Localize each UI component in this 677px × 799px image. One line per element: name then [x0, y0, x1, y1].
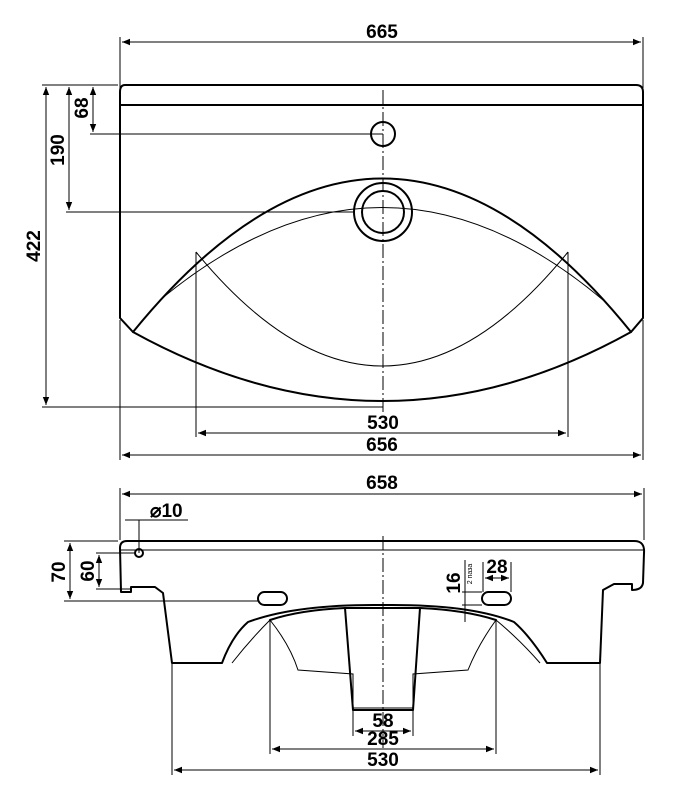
dim-label-front-width: 656	[366, 435, 398, 456]
bowl-bottom-edge	[195, 251, 569, 367]
basin-outline-top	[119, 84, 644, 402]
dim-label-rim-height: 70	[49, 561, 70, 582]
leader-mount-hole	[138, 519, 188, 553]
dim-label-slot-height: 16	[444, 572, 465, 593]
drain-neck	[344, 607, 421, 711]
bowl-inner-profile	[231, 619, 541, 709]
dim-label-hole-offset: 68	[72, 97, 93, 118]
dim-label-overall-width-top: 665	[366, 22, 398, 43]
front-view: 658 ⌀10 60 70 28 16 2 паза 58	[49, 473, 646, 775]
dim-label-mount-hole-height: 60	[78, 560, 99, 581]
dim-label-drain-offset: 190	[48, 134, 69, 166]
dim-label-bottom-width: 530	[367, 750, 399, 771]
bowl-outer-edge	[132, 177, 632, 333]
overflow-slot-right	[481, 591, 512, 606]
bowl-inner-edge	[159, 207, 604, 301]
dim-label-slot-width: 28	[486, 557, 507, 578]
dim-label-mount-hole-diameter: ⌀10	[150, 501, 183, 522]
dim-label-slot-count: 2 паза	[467, 564, 474, 585]
top-view: 665 68 190 422 530 656	[24, 22, 644, 460]
dim-label-outlet-width: 285	[367, 729, 399, 750]
dim-label-overall-width-front: 658	[366, 473, 398, 494]
dim-label-bowl-width: 530	[367, 413, 399, 434]
dim-label-drain-width: 58	[372, 711, 393, 732]
basin-outline-front	[119, 540, 646, 664]
dim-label-overall-depth: 422	[24, 230, 45, 262]
overflow-slot-left	[257, 591, 288, 606]
